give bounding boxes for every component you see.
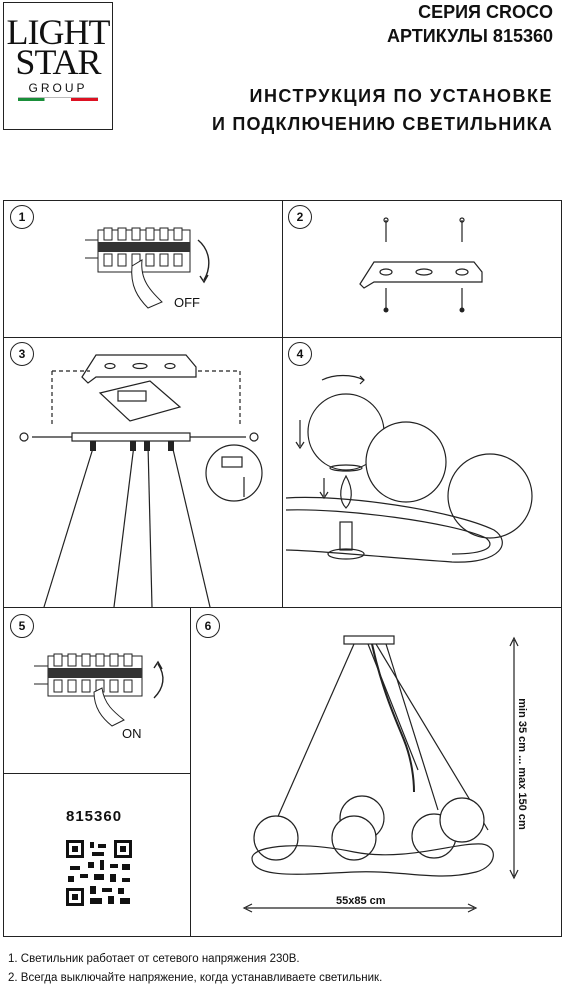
step-number-2: 2 xyxy=(288,205,312,229)
step2-bracket-illustration xyxy=(359,217,483,313)
logo-word-star: STAR xyxy=(15,42,101,82)
italian-flag-stripe xyxy=(18,97,98,101)
notes: 1. Светильник работает от сетевого напря… xyxy=(8,950,382,988)
instruction-title-line1: ИНСТРУКЦИЯ ПО УСТАНОВКЕ xyxy=(249,86,553,106)
articles-title: АРТИКУЛЫ 815360 xyxy=(387,26,553,46)
qr-code-icon xyxy=(66,840,132,906)
step5-breaker-on-illustration xyxy=(34,653,164,727)
width-dimension-label: 55x85 cm xyxy=(336,895,386,907)
note-item: 1. Светильник работает от сетевого напря… xyxy=(8,953,300,965)
note-item: 2. Всегда выключайте напряжение, когда у… xyxy=(8,972,383,984)
instruction-grid xyxy=(3,200,562,937)
article-code: 815360 xyxy=(66,808,123,825)
step3-mounting-illustration xyxy=(19,354,263,608)
step-number-1: 1 xyxy=(10,205,34,229)
brand-logo: LIGHT STAR GROUP xyxy=(3,2,113,130)
step-number-3: 3 xyxy=(10,342,34,366)
step4-bulb-illustration xyxy=(285,374,533,563)
divider xyxy=(4,337,561,338)
divider xyxy=(282,201,283,607)
on-label: ON xyxy=(122,726,142,741)
off-label: OFF xyxy=(174,295,200,310)
divider xyxy=(4,773,190,774)
step6-chandelier-illustration xyxy=(242,635,519,913)
instruction-title-line2: И ПОДКЛЮЧЕНИЮ СВЕТИЛЬНИКА xyxy=(212,114,553,134)
step1-breaker-off-illustration xyxy=(85,227,210,309)
series-title: СЕРИЯ CROCO xyxy=(418,2,553,22)
divider xyxy=(4,607,561,608)
step-number-5: 5 xyxy=(10,614,34,638)
step-number-4: 4 xyxy=(288,342,312,366)
step-number-6: 6 xyxy=(196,614,220,638)
logo-word-group: GROUP xyxy=(28,81,88,95)
height-dimension-label: min 35 cm ... max 150 cm xyxy=(516,698,528,830)
logo-word-light: LIGHT xyxy=(6,12,111,52)
divider xyxy=(190,607,191,936)
